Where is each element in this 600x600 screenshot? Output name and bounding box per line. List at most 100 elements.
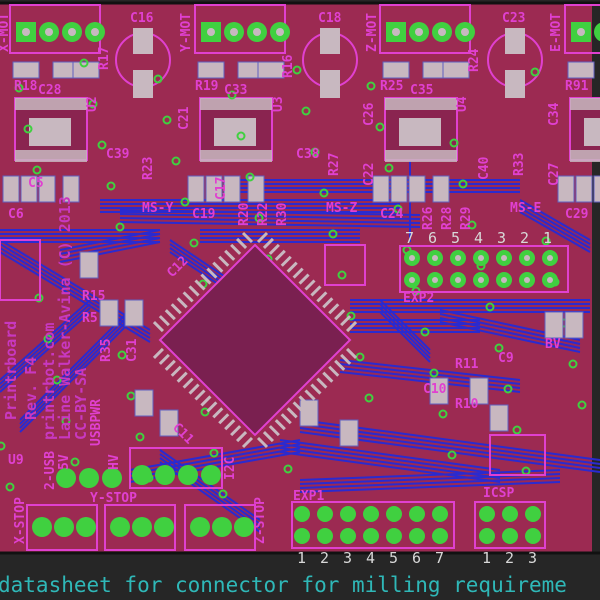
pad-round — [102, 468, 122, 488]
mcu-pin — [164, 359, 176, 371]
smd-part — [339, 419, 359, 447]
via — [245, 172, 255, 182]
mcu-pin — [188, 285, 200, 297]
mcu-pin — [176, 297, 188, 309]
header-pin — [432, 506, 448, 522]
drill — [501, 255, 507, 261]
pad-round — [79, 468, 99, 488]
via — [467, 220, 477, 230]
smd-cap — [593, 175, 600, 203]
cap-pad — [505, 70, 525, 98]
via — [577, 400, 587, 410]
smd-resistor — [72, 61, 100, 79]
mcu-pin — [200, 273, 212, 285]
mcu-pin — [256, 436, 269, 449]
e-mot-label: E-MOT — [549, 13, 564, 52]
mcu-pin — [292, 401, 304, 413]
mcu-pin — [194, 279, 206, 291]
smd-cap — [223, 175, 241, 203]
mcu-chip[interactable] — [152, 231, 358, 449]
drill — [455, 255, 461, 261]
via — [0, 441, 6, 451]
mcu-pin — [286, 407, 298, 419]
drill — [68, 28, 76, 36]
via — [88, 99, 98, 109]
mcu-pin — [200, 395, 212, 407]
pin-number: 1 — [482, 549, 491, 567]
header-pin — [409, 506, 425, 522]
mcu-pin — [268, 243, 280, 255]
drill — [478, 255, 484, 261]
trace — [379, 307, 431, 359]
res-label: R15 — [82, 289, 105, 304]
endstop-connector — [104, 504, 176, 551]
via — [328, 229, 338, 239]
hv-label: HV — [107, 454, 122, 470]
via — [503, 384, 513, 394]
trace — [339, 359, 521, 381]
pin-number: 1 — [297, 549, 306, 567]
trace — [159, 457, 261, 529]
res-label: R28 — [440, 206, 455, 230]
pin-number: 5 — [389, 549, 398, 567]
drill — [415, 28, 423, 36]
driver-pins — [570, 98, 600, 110]
cap-label: C35 — [410, 83, 433, 98]
via — [70, 457, 80, 467]
cap-label: C27 — [547, 163, 562, 186]
exp2-header — [399, 245, 569, 293]
driver-u2-label: U2 — [85, 96, 100, 112]
cap-label: C38 — [296, 147, 320, 162]
via — [106, 181, 116, 191]
header-pin — [525, 528, 541, 544]
via — [393, 204, 403, 214]
drill — [461, 28, 469, 36]
header-pin — [317, 528, 333, 544]
mcu-pin — [298, 395, 310, 407]
exp1-label: EXP1 — [293, 489, 324, 504]
via — [458, 179, 468, 189]
trace — [19, 307, 141, 429]
mcu-pin — [286, 261, 298, 273]
x-stop-label: X-STOP — [13, 497, 28, 544]
drill — [547, 255, 553, 261]
header-pin — [294, 528, 310, 544]
driver-pins — [200, 150, 272, 162]
thermal-pad — [214, 118, 256, 146]
via — [52, 375, 62, 385]
trace — [519, 203, 591, 245]
mcu-pin — [182, 291, 194, 303]
drill — [524, 277, 530, 283]
bv-label: BV — [545, 337, 561, 352]
cap-label: C19 — [192, 207, 215, 222]
via — [218, 489, 228, 499]
mcu-pin — [152, 321, 164, 333]
smd-cap — [2, 175, 20, 203]
smd-part — [544, 311, 564, 339]
res-label: R16 — [281, 54, 296, 78]
trace — [279, 443, 501, 475]
mcu-pins — [152, 231, 358, 449]
mcu-pin — [310, 383, 322, 395]
via — [429, 368, 439, 378]
via — [23, 124, 33, 134]
cap-label: C18 — [318, 11, 342, 26]
mcu-pin — [230, 425, 242, 437]
res-label: R18 — [14, 79, 38, 94]
smd-cap — [372, 175, 390, 203]
usbpwr-label: USBPWR — [89, 399, 104, 446]
res-label: R26 — [421, 206, 436, 230]
mcu-pin — [170, 365, 182, 377]
trace — [299, 477, 561, 489]
smd-cap — [20, 175, 38, 203]
trace — [19, 311, 141, 433]
cap-label: C34 — [547, 102, 562, 126]
trace — [439, 321, 581, 353]
via — [97, 140, 107, 150]
via — [115, 222, 125, 232]
i2c-label: I2C — [223, 457, 238, 480]
mcu-pin — [206, 401, 218, 413]
res-label: R23 — [141, 157, 156, 180]
